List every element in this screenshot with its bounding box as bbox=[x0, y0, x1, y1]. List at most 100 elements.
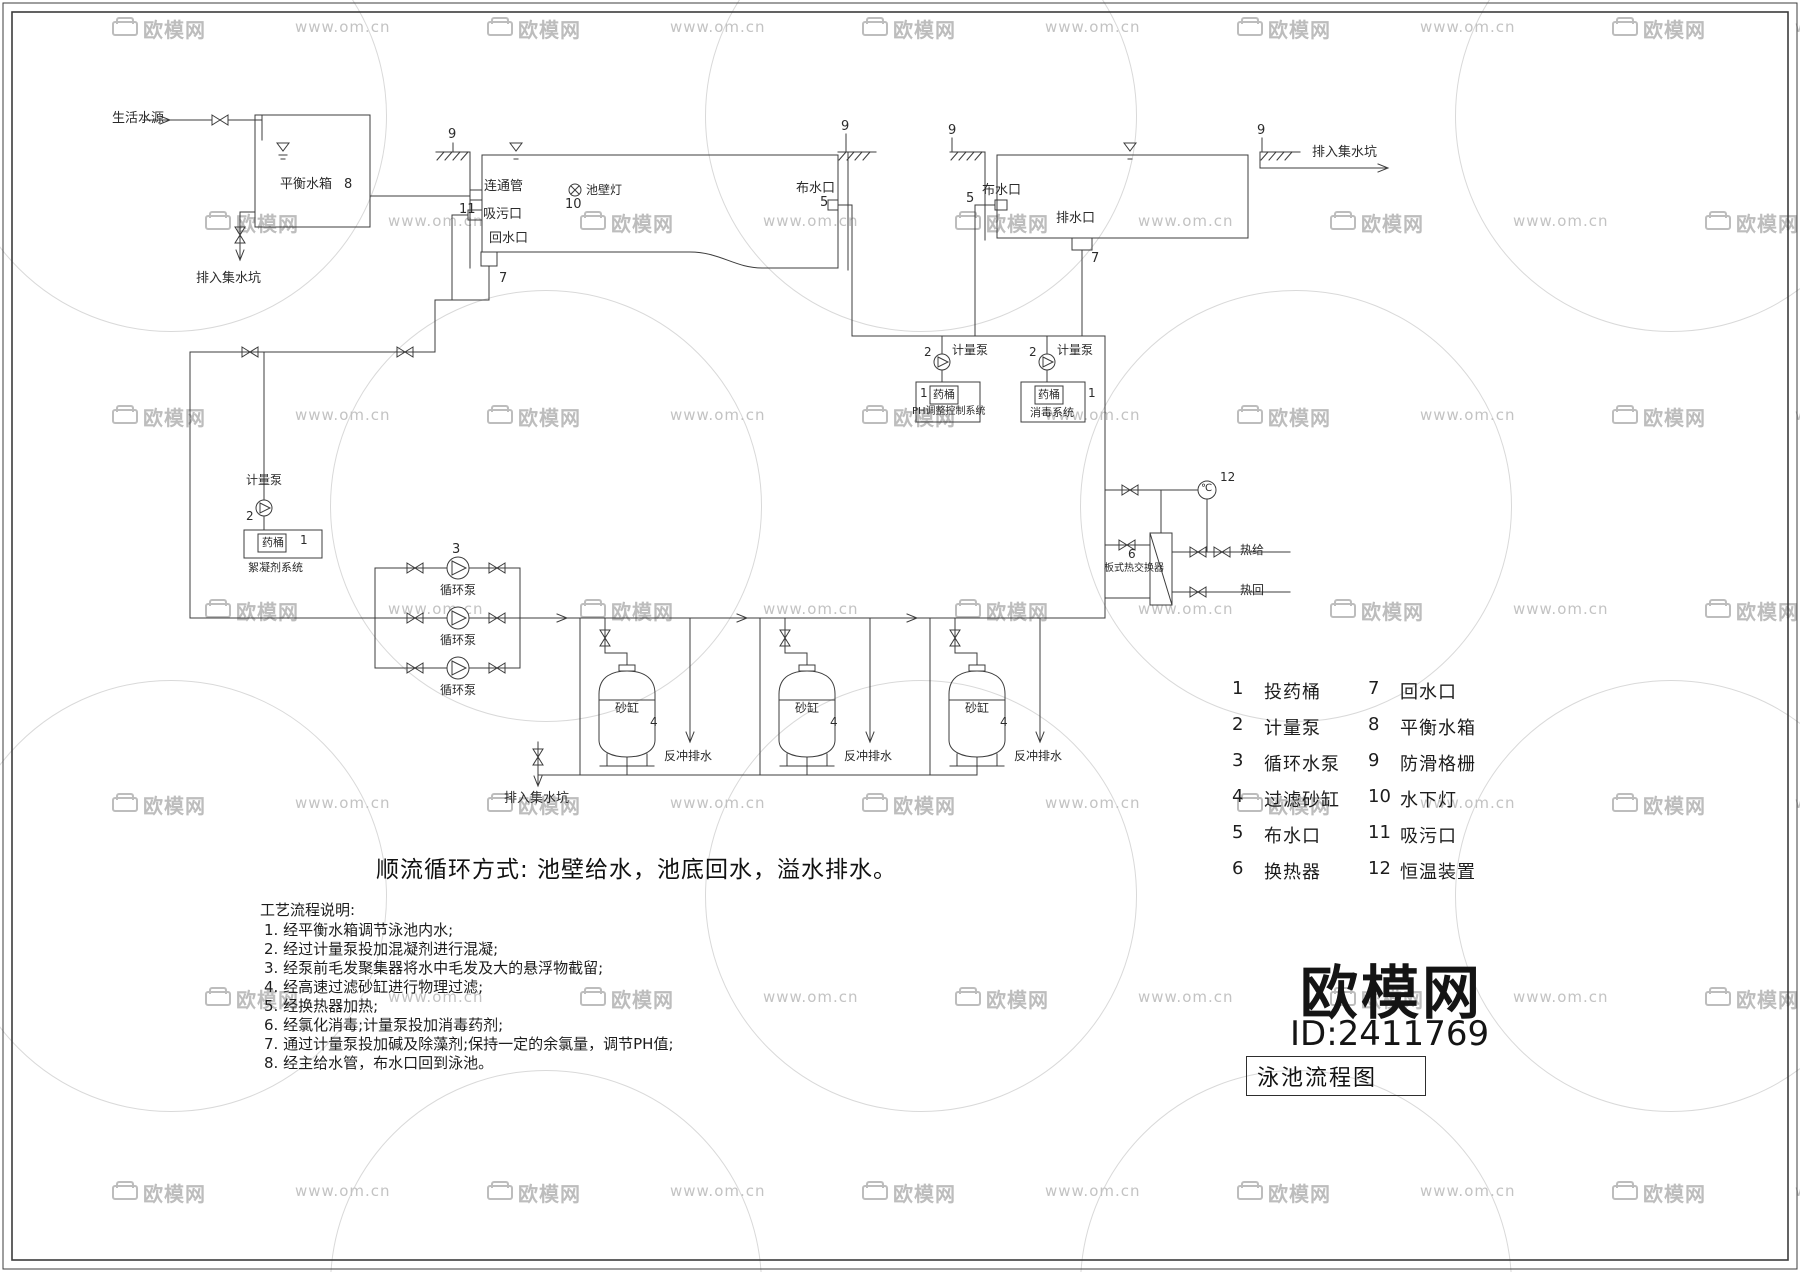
watermark-url: www.om.cn bbox=[670, 406, 766, 424]
sofa-icon bbox=[1612, 793, 1638, 812]
watermark-logo-text: 欧模网 bbox=[893, 18, 956, 42]
legend-item-number: 2 bbox=[1232, 714, 1244, 735]
diagram-label: 循环泵 bbox=[440, 583, 477, 597]
diagram-label: 10 bbox=[565, 197, 582, 212]
sofa-icon bbox=[955, 599, 981, 618]
structures bbox=[243, 114, 1301, 606]
legend-item-number: 8 bbox=[1368, 714, 1380, 735]
sofa-icon bbox=[1705, 211, 1731, 230]
watermark-logo-text: 欧模网 bbox=[611, 600, 674, 624]
watermark-url: www.om.cn bbox=[670, 18, 766, 36]
watermark-logo: 欧模网 bbox=[1237, 790, 1331, 819]
sofa-icon bbox=[862, 17, 888, 36]
diagram-label: 生活水源 bbox=[112, 111, 165, 126]
watermark-logo-text: 欧模网 bbox=[143, 1182, 206, 1206]
watermark-logo: 欧模网 bbox=[112, 14, 206, 43]
legend-item-number: 12 bbox=[1368, 858, 1391, 879]
legend-item-number: 9 bbox=[1368, 750, 1380, 771]
watermark-logo: 欧模网 bbox=[1237, 1178, 1331, 1207]
watermark-url: www.om.cn bbox=[1045, 1182, 1141, 1200]
sofa-icon bbox=[955, 211, 981, 230]
ground-hatch bbox=[436, 151, 1293, 161]
diagram-label: 排入集水坑 bbox=[196, 271, 262, 286]
watermark-circle bbox=[705, 680, 1137, 1112]
diagram-label: 反冲排水 bbox=[844, 749, 893, 763]
diagram-label: 6 bbox=[1128, 547, 1136, 561]
watermark-url: www.om.cn bbox=[1513, 988, 1609, 1006]
legend-item-number: 10 bbox=[1368, 786, 1391, 807]
diagram-label: 布水口 bbox=[796, 181, 836, 196]
sofa-icon bbox=[112, 1181, 138, 1200]
watermark-logo: 欧模网 bbox=[1237, 402, 1331, 431]
watermark-logo: 欧模网 bbox=[862, 790, 956, 819]
watermark-url: www.om.cn bbox=[1045, 406, 1141, 424]
diagram-label: 9 bbox=[948, 123, 957, 138]
watermark-logo-text: 欧模网 bbox=[1643, 794, 1706, 818]
sofa-icon bbox=[112, 793, 138, 812]
watermark-url: www.om.cn bbox=[1420, 794, 1516, 812]
flow-arrows bbox=[159, 115, 1390, 788]
watermark-url: www.om.cn bbox=[295, 406, 391, 424]
watermark-logo-text: 欧模网 bbox=[893, 1182, 956, 1206]
diagram-label: 絮凝剂系统 bbox=[248, 561, 303, 574]
watermark-logo: 欧模网 bbox=[487, 1178, 581, 1207]
watermark-logo-text: 欧模网 bbox=[1643, 18, 1706, 42]
diagram-label: 2 bbox=[246, 509, 254, 523]
diagram-label: 药桶 bbox=[262, 536, 284, 549]
process-notes-items: 1. 经平衡水箱调节泳池内水;2. 经过计量泵投加混凝剂进行混凝;3. 经泵前毛… bbox=[260, 921, 674, 1073]
legend-item-label: 投药桶 bbox=[1264, 682, 1321, 703]
legend-item-label: 水下灯 bbox=[1400, 790, 1457, 811]
diagram-label: 计量泵 bbox=[246, 473, 283, 487]
watermark-url: www.om.cn bbox=[1045, 794, 1141, 812]
sofa-icon bbox=[487, 405, 513, 424]
watermark-logo: 欧模网 bbox=[1330, 596, 1424, 625]
diagram-label: 池壁灯 bbox=[586, 183, 623, 197]
diagram-label: 9 bbox=[1257, 123, 1266, 138]
sofa-icon bbox=[580, 987, 606, 1006]
watermark-logo-text: 欧模网 bbox=[986, 212, 1049, 236]
diagram-label: 板式热交换器 bbox=[1104, 563, 1164, 574]
legend-item-label: 吸污口 bbox=[1400, 826, 1457, 847]
legend-item-number: 3 bbox=[1232, 750, 1244, 771]
watermark-logo: 欧模网 bbox=[487, 402, 581, 431]
sofa-icon bbox=[487, 1181, 513, 1200]
watermark-url: www.om.cn bbox=[1045, 18, 1141, 36]
watermark-logo-text: 欧模网 bbox=[1268, 794, 1331, 818]
drawing-title: 泳池流程图 bbox=[1257, 1066, 1378, 1091]
diagram-label: 排入集水坑 bbox=[1312, 145, 1378, 160]
diagram-label: 吸污口 bbox=[483, 207, 523, 222]
sofa-icon bbox=[1612, 17, 1638, 36]
diagram-label: 反冲排水 bbox=[1014, 749, 1063, 763]
legend-item-label: 回水口 bbox=[1400, 682, 1457, 703]
watermark-logo: 欧模网 bbox=[1237, 14, 1331, 43]
sofa-icon bbox=[580, 599, 606, 618]
watermark-logo: 欧模网 bbox=[1612, 790, 1706, 819]
watermark-url: www.om.cn bbox=[670, 1182, 766, 1200]
watermark-logo-text: 欧模网 bbox=[518, 18, 581, 42]
watermark-logo: 欧模网 bbox=[205, 208, 299, 237]
diagram-label: 11 bbox=[459, 202, 476, 217]
diagram-label: PH调整控制系统 bbox=[912, 406, 986, 417]
watermark-url: www.om.cn bbox=[670, 794, 766, 812]
process-note-item: 4. 经高速过滤砂缸进行物理过滤; bbox=[264, 978, 484, 996]
watermark-logo-text: 欧模网 bbox=[1268, 18, 1331, 42]
watermark-circle bbox=[1080, 290, 1512, 722]
watermark-logo-text: 欧模网 bbox=[986, 988, 1049, 1012]
sofa-icon bbox=[112, 17, 138, 36]
watermark-logo-text: 欧模网 bbox=[143, 794, 206, 818]
diagram-label: 热回 bbox=[1240, 583, 1265, 597]
watermark-logo: 欧模网 bbox=[580, 984, 674, 1013]
watermark-circle bbox=[330, 290, 762, 722]
watermark-logo-text: 欧模网 bbox=[1361, 988, 1424, 1012]
diagram-label: 砂缸 bbox=[795, 701, 820, 715]
watermark-logo-text: 欧模网 bbox=[611, 212, 674, 236]
watermark-url: www.om.cn bbox=[295, 794, 391, 812]
watermark-url: www.om.cn bbox=[295, 18, 391, 36]
watermark-url: www.om.cn bbox=[1138, 212, 1234, 230]
sofa-icon bbox=[1612, 405, 1638, 424]
legend-item-number: 1 bbox=[1232, 678, 1244, 699]
watermark-url: www.om.cn bbox=[388, 212, 484, 230]
watermark-url: www.om.cn bbox=[763, 988, 859, 1006]
